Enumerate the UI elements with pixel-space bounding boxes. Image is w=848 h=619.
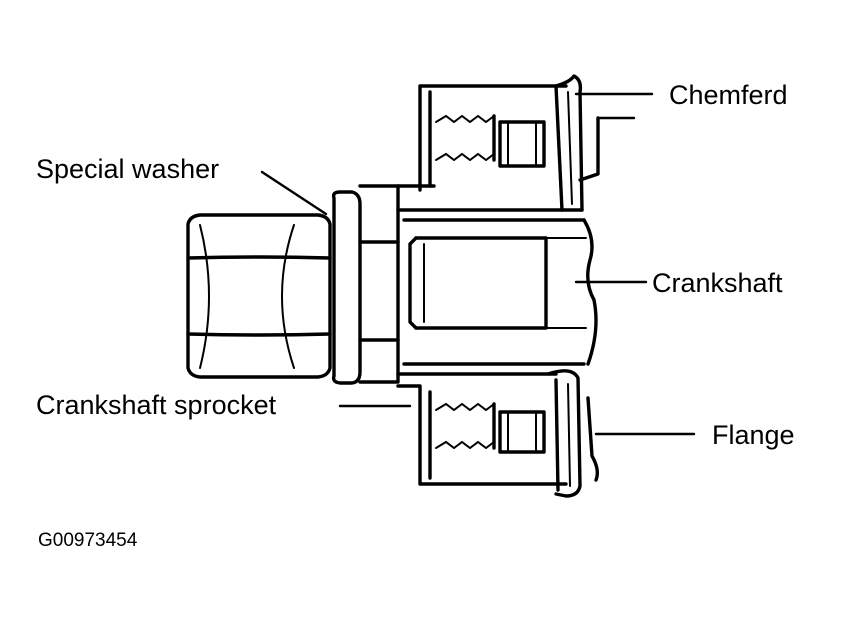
crankshaft-shaft (402, 218, 598, 366)
sprocket-lower (396, 372, 568, 486)
label-special-washer: Special washer (36, 154, 219, 184)
label-chemferd: Chemferd (669, 80, 788, 110)
bolt-head (186, 213, 332, 379)
flange-lower (546, 369, 600, 498)
hex-collar (358, 184, 436, 384)
label-flange: Flange (712, 420, 795, 450)
label-crankshaft: Crankshaft (652, 268, 783, 298)
label-crankshaft-sprocket: Crankshaft sprocket (36, 390, 277, 420)
special-washer-leader (260, 170, 328, 216)
flange-upper (554, 74, 600, 212)
special-washer (331, 190, 362, 385)
sprocket-upper (396, 84, 584, 212)
figure-code: G00973454 (38, 530, 138, 551)
